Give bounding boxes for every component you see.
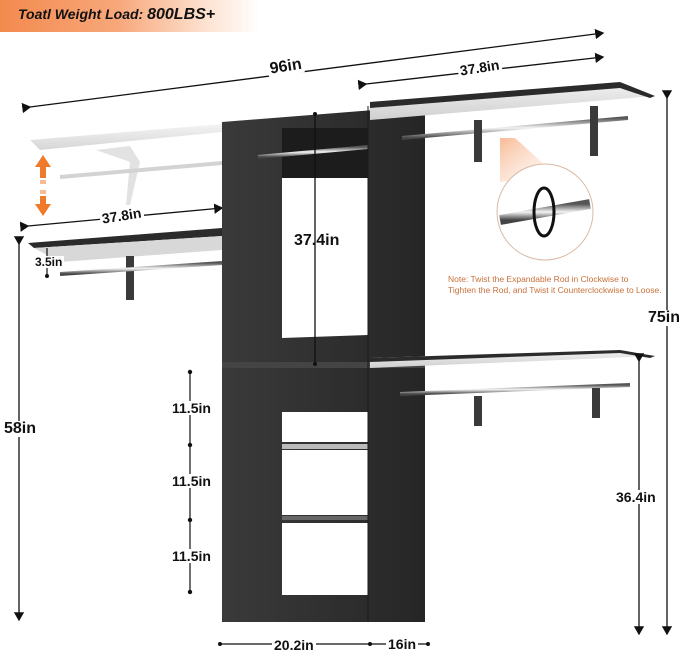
label-total-height: 75in [646, 310, 679, 326]
weight-load-banner: Toatl Weight Load: 800LBS+ [0, 0, 260, 32]
label-tower-depth: 16in [386, 636, 419, 652]
label-tower-open-height: 37.4in [294, 232, 340, 249]
label-left-height: 58in [2, 420, 39, 437]
note-line-2: Tighten the Rod, and Twist it Counterclo… [448, 285, 662, 296]
label-cubby-2: 11.5in [170, 473, 213, 489]
upper-left-shelf-ghost [30, 124, 223, 205]
label-tower-width: 20.2in [272, 637, 316, 653]
weight-load-label: Toatl Weight Load: [18, 6, 144, 22]
weight-load-value: 800LBS+ [147, 6, 216, 23]
center-tower [222, 106, 425, 622]
rod-twist-note: Note: Twist the Expandable Rod in Clockw… [448, 274, 678, 297]
label-rod-gap: 3.5in [33, 255, 65, 269]
adjust-arrows-icon [35, 155, 51, 216]
lower-right-shelf [370, 350, 655, 426]
label-cubby-3: 11.5in [170, 548, 213, 564]
label-lower-shelf-height: 36.4in [614, 489, 658, 505]
rod-rotation-icon [496, 163, 594, 261]
left-shelf [28, 228, 223, 300]
note-line-1: Note: Twist the Expandable Rod in Clockw… [448, 274, 629, 284]
upper-right-shelf [370, 82, 655, 162]
label-cubby-1: 11.5in [170, 400, 213, 416]
weight-load-text: Toatl Weight Load: 800LBS+ [18, 6, 215, 24]
